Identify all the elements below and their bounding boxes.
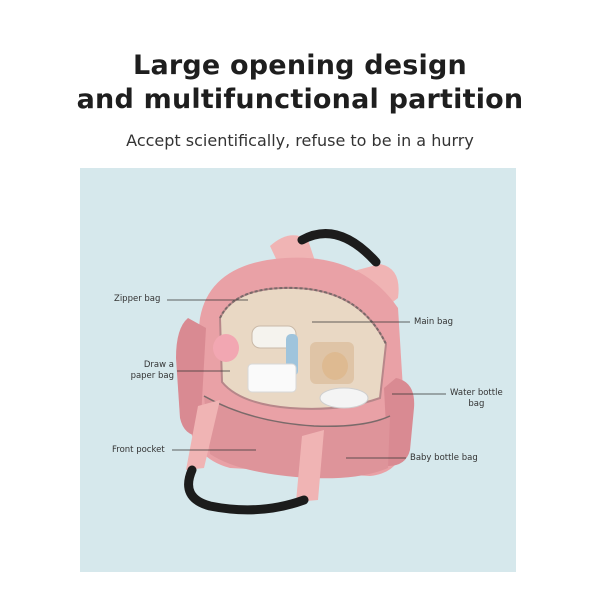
- side-pocket-right: [384, 378, 415, 466]
- diaper-bag-illustration: [167, 229, 446, 515]
- front-strap-left: [186, 400, 220, 470]
- front-pocket: [204, 396, 390, 479]
- pink-item: [213, 334, 239, 362]
- callout-baby-bottle-bag: Baby bottle bag: [410, 453, 478, 463]
- callout-water-bottle-bag: Water bottle bag: [450, 388, 503, 409]
- callout-main-bag: Main bag: [414, 317, 453, 327]
- callout-front-pocket: Front pocket: [112, 445, 165, 455]
- pouch-item: [310, 342, 354, 384]
- white-box-item: [247, 363, 297, 393]
- subtitle: Accept scientifically, refuse to be in a…: [126, 131, 474, 150]
- front-strap-right: [296, 430, 324, 502]
- baby-bottle-item: [319, 387, 369, 409]
- headline-line-1: Large opening design: [133, 50, 467, 81]
- top-handle: [297, 229, 381, 267]
- callout-zipper-bag: Zipper bag: [114, 294, 161, 304]
- front-handle: [184, 465, 309, 515]
- product-photo-panel: Zipper bag Main bag Draw a paper bag Wat…: [80, 168, 516, 572]
- zipper-edge: [219, 286, 387, 345]
- callout-draw-paper-bag: Draw a paper bag: [130, 360, 174, 381]
- headline-line-2: and multifunctional partition: [76, 84, 524, 115]
